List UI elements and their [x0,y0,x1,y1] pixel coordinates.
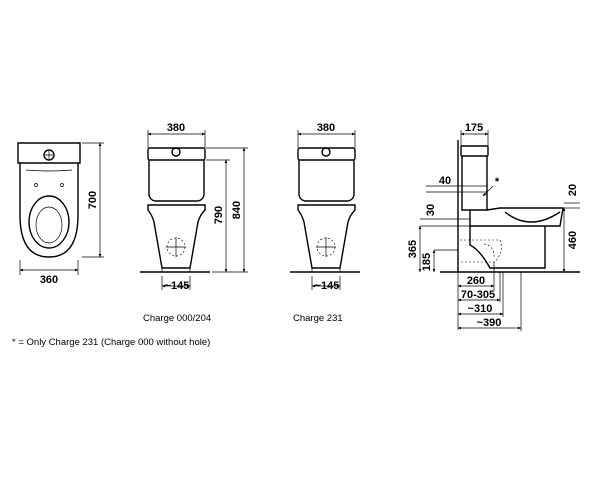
front-view-1: 380 ~145 790 840 Charge 000/204 [140,122,248,324]
dim-side-30: 30 [425,204,437,216]
dim-top-width: 360 [40,274,58,286]
caption-front1: Charge 000/204 [143,313,211,324]
top-view-tank [17,142,81,164]
dim-front1-840: 840 [231,201,243,219]
dim-side-star: * [495,176,500,188]
front1-tank-lid [147,147,206,161]
side-bowl-rim [469,207,564,227]
dim-side-260: 260 [467,275,485,287]
dim-side-185: 185 [421,253,433,271]
dim-side-40: 40 [439,175,451,187]
dim-side-310: ~310 [468,303,493,315]
side-tank-lid [460,145,489,157]
flush-button-icon [43,149,55,161]
dim-side-70-305: 70-305 [461,289,495,301]
dim-front2-outlet: ~145 [315,280,340,292]
dim-front1-outlet: ~145 [165,280,190,292]
dim-front1-790: 790 [213,206,225,224]
dim-top-height: 700 [87,191,99,209]
side-view: 175 40 * 30 365 185 20 460 260 [407,122,580,331]
front2-flush-button-icon [321,147,331,157]
dim-front2-width: 380 [317,122,335,134]
front1-bowl [147,204,206,269]
front2-bowl [297,204,356,269]
front2-tank [298,160,355,202]
side-bowl-basin [504,211,561,223]
front1-flush-button-icon [171,147,181,157]
top-view-seat [28,195,70,249]
top-view-bowl [19,163,79,258]
dim-side-365: 365 [407,240,419,258]
footnote: * = Only Charge 231 (Charge 000 without … [12,337,210,348]
front2-tank-lid [297,147,356,161]
dim-side-20: 20 [567,184,579,196]
front1-tank [148,160,205,202]
dim-side-390: ~390 [477,317,502,329]
dim-side-460: 460 [567,231,579,249]
side-tank [461,156,488,211]
side-pedestal [469,226,546,269]
dim-side-tank: 175 [465,122,483,134]
top-view: 360 700 [17,142,104,286]
caption-front2: Charge 231 [293,313,343,324]
front-view-2: 380 ~145 Charge 231 [290,122,360,324]
dim-front1-width: 380 [167,122,185,134]
